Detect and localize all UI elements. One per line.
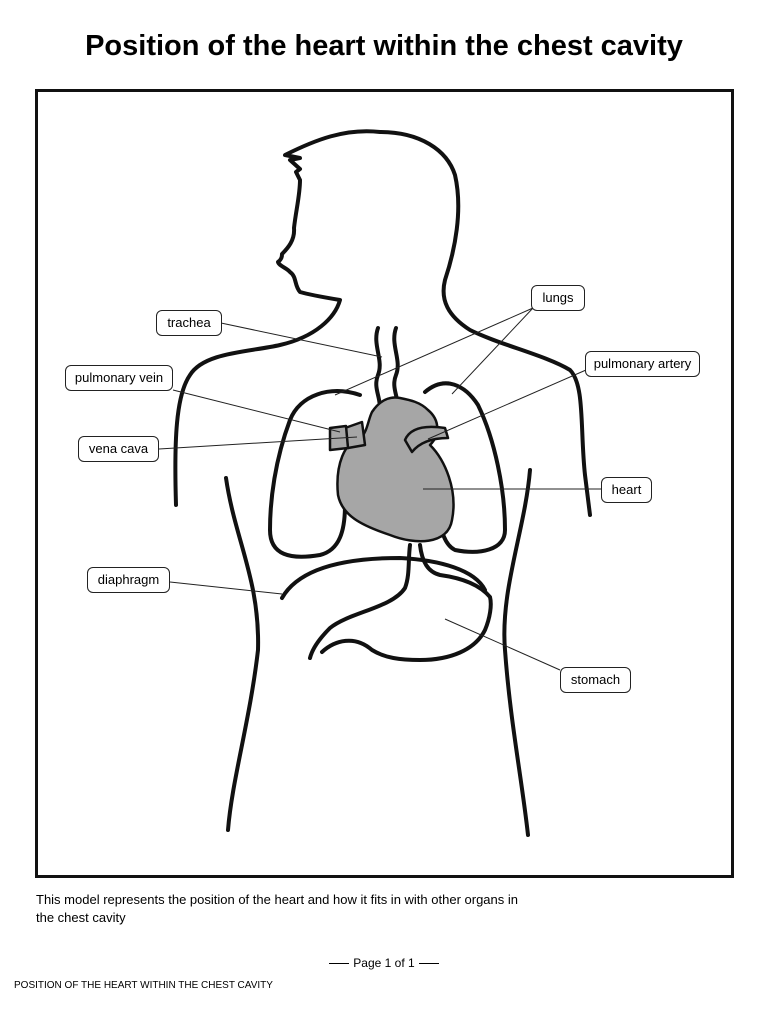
page-title: Position of the heart within the chest c… bbox=[85, 30, 683, 62]
diagram-frame bbox=[35, 89, 734, 878]
diaphragm-line bbox=[280, 556, 487, 600]
label-heart: heart bbox=[601, 477, 652, 503]
page-number: Page 1 of 1 bbox=[0, 956, 768, 970]
leader-lungs-right bbox=[451, 307, 534, 395]
label-vena-cava: vena cava bbox=[78, 436, 159, 462]
trunk-left bbox=[224, 476, 261, 832]
caption: This model represents the position of th… bbox=[36, 892, 518, 925]
label-stomach: stomach bbox=[560, 667, 631, 693]
trachea-left bbox=[374, 326, 382, 417]
label-trachea: trachea bbox=[156, 310, 222, 336]
page-number-text: Page 1 of 1 bbox=[353, 956, 415, 970]
trunk-right bbox=[502, 468, 532, 837]
leader-stomach bbox=[444, 618, 561, 671]
right-lung bbox=[423, 381, 507, 554]
leader-pulmonary-vein bbox=[172, 389, 341, 433]
dash-left bbox=[329, 963, 350, 965]
label-pulmonary-artery: pulmonary artery bbox=[585, 351, 700, 377]
leader-diaphragm bbox=[169, 581, 283, 595]
dash-right bbox=[418, 963, 439, 965]
body-outline bbox=[173, 129, 592, 517]
label-diaphragm: diaphragm bbox=[87, 567, 170, 593]
leader-trachea bbox=[220, 322, 383, 358]
leader-pulmonary-artery bbox=[427, 369, 587, 440]
footer-text: POSITION OF THE HEART WITHIN THE CHEST C… bbox=[14, 980, 273, 991]
pulmonary-artery-vessel bbox=[403, 425, 450, 454]
stomach-outline bbox=[308, 543, 493, 662]
leader-vena-cava bbox=[158, 436, 358, 450]
heart-shape bbox=[336, 396, 455, 543]
label-pulmonary-vein: pulmonary vein bbox=[65, 365, 173, 391]
label-lungs: lungs bbox=[531, 285, 585, 311]
leader-lungs-left bbox=[334, 307, 534, 396]
left-lung bbox=[268, 389, 362, 559]
